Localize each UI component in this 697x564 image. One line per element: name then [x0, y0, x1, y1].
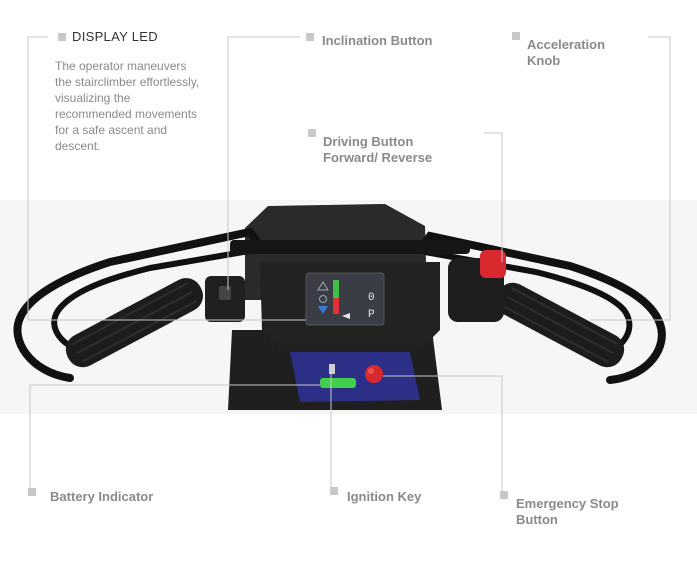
- bullet-emergency: [500, 491, 508, 499]
- right-outer-frame: [416, 231, 666, 384]
- emergency-stop-knob: [365, 365, 383, 383]
- display-circle-indicator: [319, 295, 327, 303]
- inclination-button-label: Inclination Button: [322, 33, 433, 48]
- display-bar-red: [333, 298, 339, 314]
- right-grip: [495, 282, 625, 368]
- battery-indicator-label: Battery Indicator: [50, 489, 154, 504]
- bullet-display-led: [58, 33, 66, 41]
- display-bar-green: [333, 280, 339, 298]
- inclination-button: [219, 286, 231, 300]
- driving-button-label: Driving Button Forward/ Reverse: [323, 134, 432, 166]
- display-gear: P: [368, 309, 375, 321]
- driving-label-line1: Driving Button: [323, 134, 414, 149]
- display-down-arrow: [318, 306, 328, 314]
- handlebar-crossbar: [230, 240, 470, 254]
- emergency-stop-label: Emergency Stop Button: [516, 496, 619, 528]
- bullet-ignition: [330, 487, 338, 495]
- bullet-inclination: [306, 33, 314, 41]
- driving-button: [480, 250, 506, 278]
- acceleration-knob-label: Acceleration Knob: [527, 37, 605, 69]
- display-led-description: The operator maneuvers the stairclimber …: [55, 59, 200, 153]
- driving-label-line2: Forward/ Reverse: [323, 150, 433, 165]
- ignition-key-label: Ignition Key: [347, 489, 422, 504]
- emergency-label-line1: Emergency Stop: [516, 496, 619, 511]
- display-digit: 0: [368, 292, 375, 304]
- ignition-key: [329, 364, 335, 374]
- acceleration-label-line1: Acceleration: [527, 37, 606, 52]
- emergency-label-line2: Button: [516, 512, 558, 527]
- bullet-acceleration: [512, 32, 520, 40]
- acceleration-label-line2: Knob: [527, 53, 561, 68]
- blue-base: [290, 352, 420, 402]
- bullet-battery: [28, 488, 36, 496]
- display-led-title: DISPLAY LED: [72, 29, 158, 44]
- left-grip: [65, 278, 203, 368]
- display-pointer: [342, 313, 350, 319]
- battery-indicator-led: [320, 378, 356, 388]
- bullet-driving: [308, 129, 316, 137]
- display-up-arrow: [317, 281, 329, 291]
